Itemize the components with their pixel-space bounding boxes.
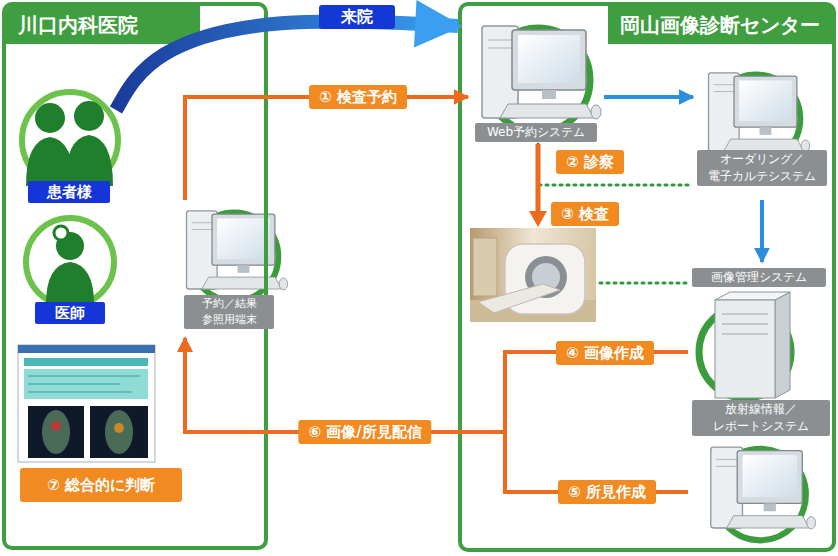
computer-icon [711,447,816,540]
figure-ring [26,218,114,306]
room-wall [470,228,596,322]
step-label: ③ 検査 [551,202,619,226]
connector [760,200,764,262]
step-box: ⑦ 総合的に判断 [20,468,182,502]
figure-node: 患者様 [18,95,128,207]
system-node: オーダリング／ 電子カルテシステム [693,66,831,200]
step-label: ④ 画像作成 [556,341,654,365]
connector-group [116,21,762,492]
drive-bay [722,324,768,325]
dotted-leader [600,282,686,285]
terminal-node: 予約／結果 参照用端末 [175,200,283,338]
visit-label: 来院 [319,5,395,29]
facility-panel: 岡山画像診断センター Web予約システムオーダリング／ 電子カルテシステム画像管理… [458,2,836,552]
connector [538,144,693,185]
connector [604,95,693,99]
person-head [74,101,104,131]
server-top [715,292,790,300]
head-mirror [54,226,68,240]
computer-icon [482,26,601,132]
doctor-figure [26,218,114,306]
person-body [46,262,94,304]
step-label: ⑥ 画像/所見配信 [298,420,431,444]
content-line [28,376,140,377]
computer-icon [187,211,288,301]
scan-panel [28,406,84,458]
result-screenshot [18,345,155,462]
system-node: Web予約システム [468,16,604,144]
person-body [65,135,113,186]
system-node: 放射線情報／ レポートシステム [688,396,834,548]
scan-spot [114,423,124,433]
figure-label: 医師 [35,302,105,324]
connector [185,338,688,432]
step-label: ② 診察 [556,150,624,174]
system-label: 放射線情報／ レポートシステム [692,400,830,436]
connector [116,21,458,110]
content-row [24,358,148,366]
system-node: 画像管理システム [688,262,830,404]
drive-bay [722,334,768,335]
figure-label: 患者様 [28,181,110,203]
connector [185,97,468,200]
drive-bay [722,314,768,315]
window-frame [18,345,155,462]
exam-arrow-line [536,144,541,214]
content-line [28,384,120,385]
window-bar [18,345,155,353]
panel-title: 川口内科医院 [6,6,200,44]
shelf [473,238,497,296]
patient-figures [22,92,118,188]
step-label: ① 検査予約 [309,85,407,109]
person-head [35,103,65,133]
system-label: オーダリング／ 電子カルテシステム [697,150,827,186]
patient-table [478,284,560,313]
server-side [775,292,790,398]
step-label: ⑤ 所見作成 [558,480,656,504]
panel-title: 岡山画像診断センター [608,6,832,44]
mri-photo [470,228,596,322]
figure-ring [22,92,118,188]
figure-node: 医師 [18,218,118,326]
content-block [24,369,148,399]
system-label: 画像管理システム [692,268,826,287]
connector [185,338,688,492]
content-line [28,392,132,393]
scan-spot [51,421,61,431]
scan-body [105,410,133,454]
server-icon [699,292,791,398]
step-label: ⑦ 総合的に判断 [20,468,182,502]
scan-body [42,410,70,454]
scan-panel [90,406,148,458]
exam-arrow-head [529,211,547,227]
system-label: Web予約システム [475,123,597,142]
server-front [715,300,775,398]
system-label: 予約／結果 参照用端末 [184,295,274,329]
